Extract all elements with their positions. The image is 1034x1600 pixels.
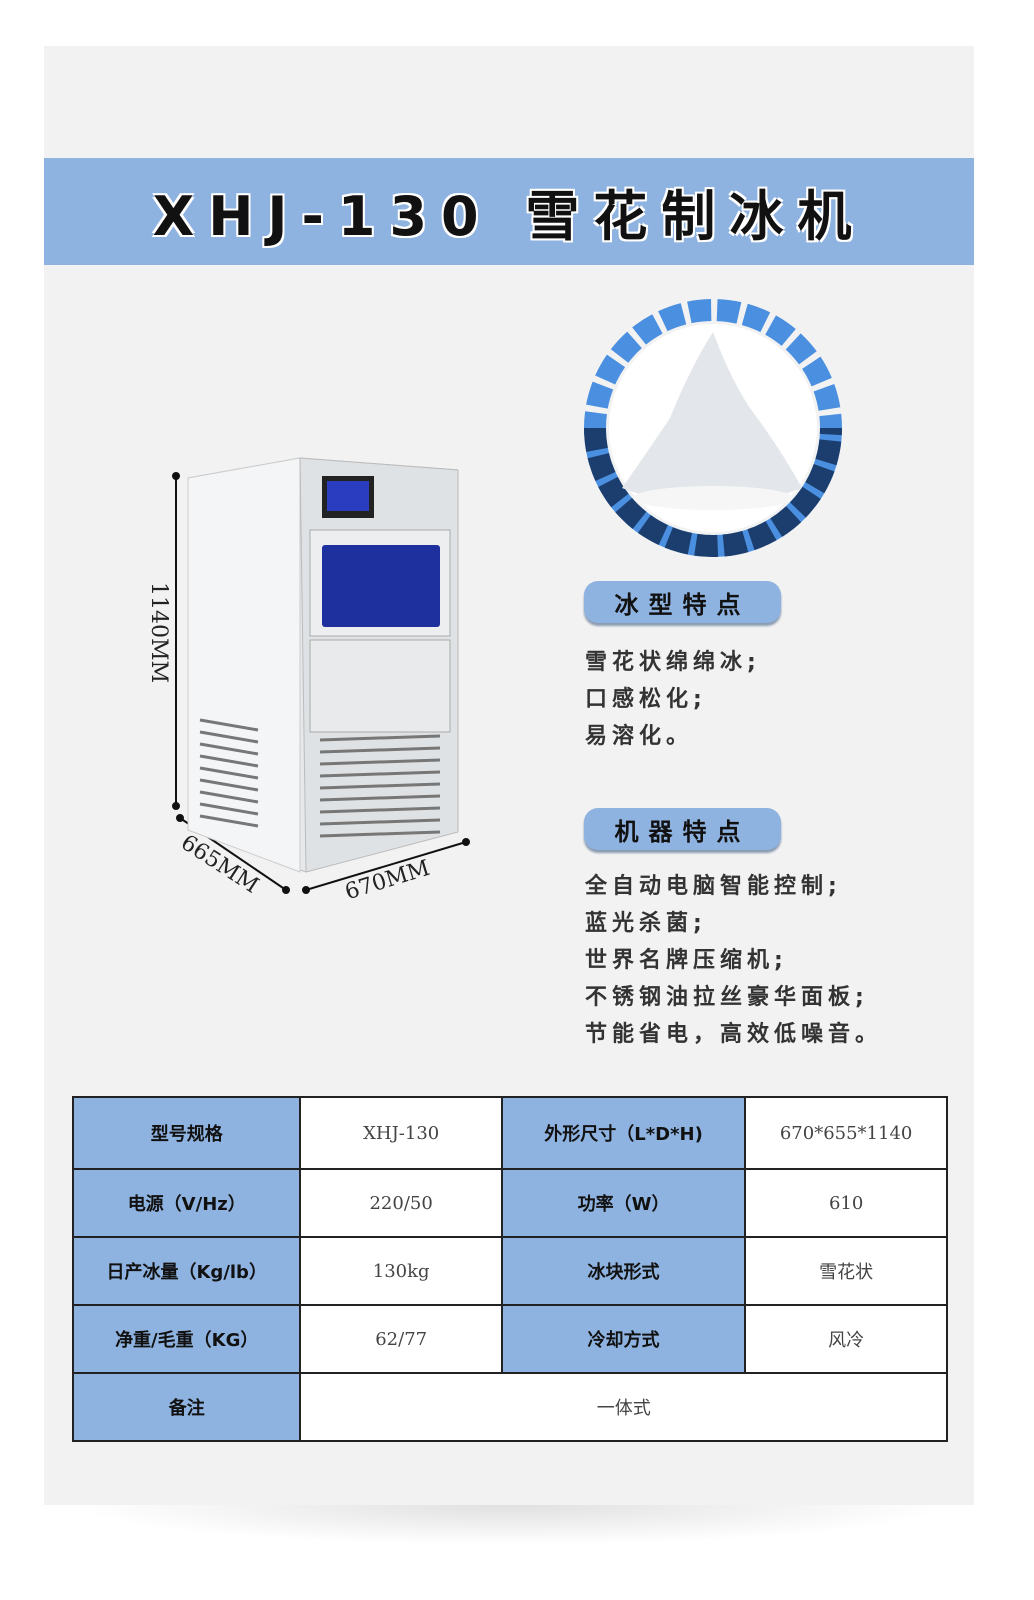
spec-value: 62/77 — [299, 1304, 503, 1374]
spec-label: 功率（W） — [500, 1168, 747, 1238]
spec-label: 电源（V/Hz） — [71, 1168, 302, 1238]
spec-value: 130kg — [299, 1236, 503, 1306]
spec-label: 备注 — [71, 1372, 302, 1442]
list-item: 全自动电脑智能控制; — [585, 874, 842, 899]
height-dimension-label: 1140MM — [146, 581, 172, 684]
spec-label: 冰块形式 — [500, 1236, 747, 1306]
title-banner: XHJ-130 雪花制冰机 — [44, 158, 974, 265]
list-item: 蓝光杀菌; — [585, 911, 707, 936]
list-item: 节能省电，高效低噪音。 — [585, 1022, 883, 1047]
list-item: 口感松化; — [585, 687, 707, 712]
machine-features-list: 全自动电脑智能控制; 蓝光杀菌; 世界名牌压缩机; 不锈钢油拉丝豪华面板; 节能… — [585, 868, 882, 1053]
snow-ice-image — [584, 299, 842, 557]
spec-label: 外形尺寸（L*D*H) — [500, 1096, 747, 1170]
ice-features-list: 雪花状绵绵冰; 口感松化; 易溶化。 — [585, 644, 761, 755]
spec-value: 610 — [744, 1168, 948, 1238]
list-item: 世界名牌压缩机; — [585, 948, 788, 973]
ice-features-heading: 冰型特点 — [584, 581, 781, 623]
card-shadow — [70, 1505, 950, 1545]
spec-value: 雪花状 — [744, 1236, 948, 1306]
machine-features-heading: 机器特点 — [584, 808, 781, 850]
machine-illustration — [172, 457, 470, 894]
spec-label: 净重/毛重（KG） — [71, 1304, 302, 1374]
spec-label: 日产冰量（Kg/lb） — [71, 1236, 302, 1306]
list-item: 雪花状绵绵冰; — [585, 650, 761, 675]
table-row: 备注一体式 — [71, 1372, 948, 1442]
list-item: 易溶化。 — [585, 724, 694, 749]
spec-value: XHJ-130 — [299, 1096, 503, 1170]
spec-value: 一体式 — [299, 1372, 948, 1442]
spec-value: 风冷 — [744, 1304, 948, 1374]
list-item: 不锈钢油拉丝豪华面板; — [585, 985, 869, 1010]
spec-label: 型号规格 — [71, 1096, 302, 1170]
page-title: XHJ-130 雪花制冰机 — [152, 185, 866, 248]
spec-value: 220/50 — [299, 1168, 503, 1238]
spec-value: 670*655*1140 — [744, 1096, 948, 1170]
spec-label: 冷却方式 — [500, 1304, 747, 1374]
